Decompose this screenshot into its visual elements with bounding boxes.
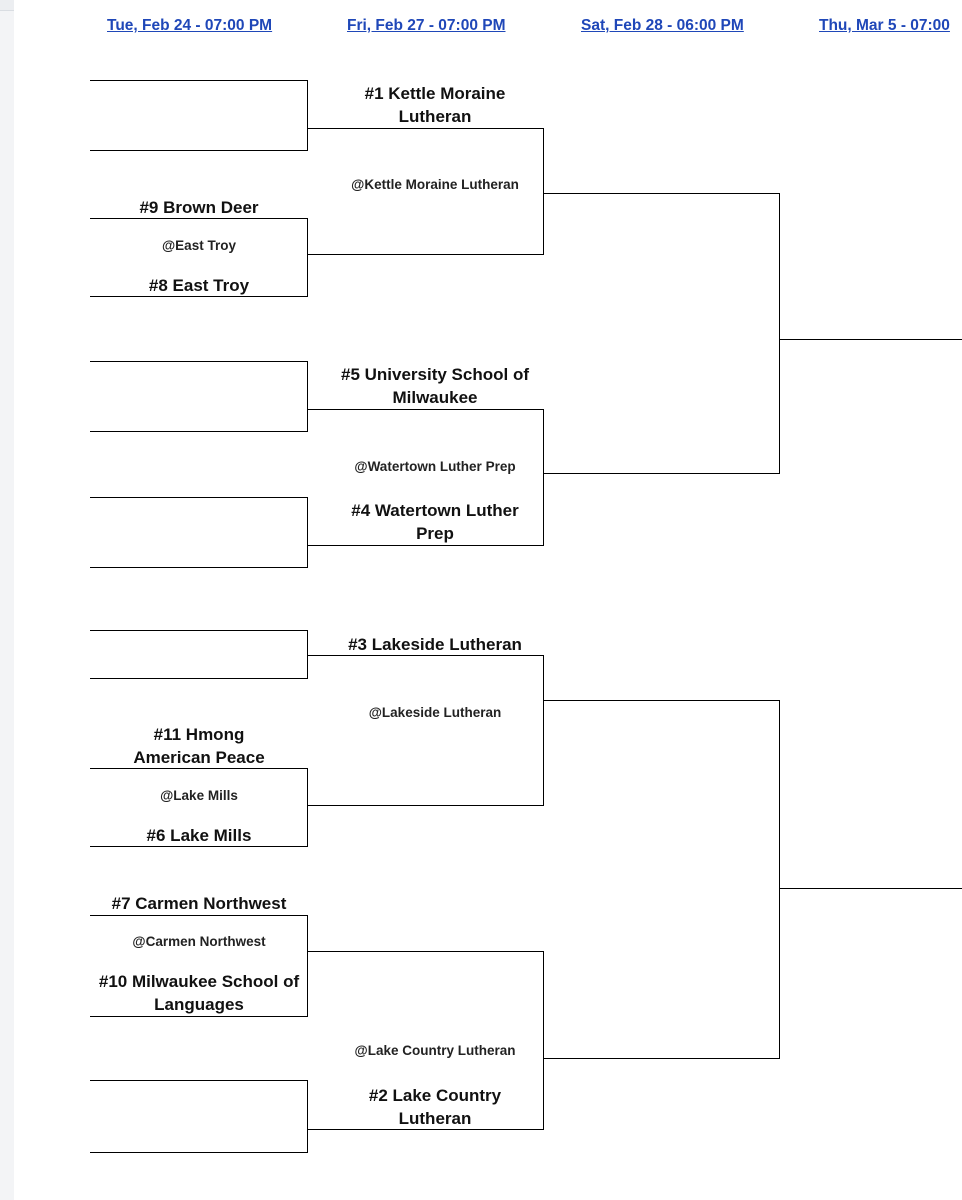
bracket-line [90,431,308,432]
bracket-line [780,888,962,889]
date-link-round4[interactable]: Thu, Mar 5 - 07:00 [819,17,950,34]
bracket-line [544,700,780,701]
bracket-line [90,915,308,916]
bracket-line [90,218,308,219]
bracket-line [90,846,308,847]
venue-label: @East Troy [162,238,236,253]
bracket-line [308,254,544,255]
venue-label: @Carmen Northwest [132,934,266,949]
date-link-round3[interactable]: Sat, Feb 28 - 06:00 PM [581,17,744,34]
bracket-line [90,497,308,498]
team-slot[interactable]: #3 Lakeside Lutheran [348,635,522,654]
bracket-line [307,218,308,297]
bracket-line [90,296,308,297]
bracket-line [308,545,544,546]
bracket-line [90,1016,308,1017]
team-slot[interactable]: #7 Carmen Northwest [111,894,287,913]
venue-label: @Lake Mills [160,788,238,803]
bracket-line [543,655,544,806]
bracket-line [543,409,544,546]
bracket-page [14,0,962,1200]
team-slot[interactable]: #5 University School of Milwaukee [341,365,529,407]
bracket-line [307,915,308,1017]
bracket-line [307,1080,308,1153]
team-slot[interactable]: #1 Kettle Moraine Lutheran [364,84,506,126]
bracket-line [544,473,780,474]
bracket-line [90,80,308,81]
team-slot[interactable]: #4 Watertown Luther Prep [351,501,519,543]
bracket-line [779,193,780,474]
bracket-line [307,630,308,679]
team-slot[interactable]: #2 Lake Country Lutheran [368,1086,502,1128]
bracket-line [779,700,780,1059]
team-slot[interactable]: #10 Milwaukee School of Languages [98,972,300,1014]
team-slot[interactable]: #8 East Troy [148,276,250,295]
bracket-line [543,951,544,1130]
date-link-round1[interactable]: Tue, Feb 24 - 07:00 PM [107,17,273,34]
bracket-line [308,409,544,410]
bracket-line [90,678,308,679]
bracket-line [90,1080,308,1081]
team-slot[interactable]: #11 Hmong American Peace [133,725,265,767]
bracket-line [307,768,308,847]
venue-label: @Lake Country Lutheran [354,1043,516,1058]
bracket-line [308,128,544,129]
venue-label: @Kettle Moraine Lutheran [351,177,519,192]
bracket-line [308,951,544,952]
bracket-line [543,128,544,255]
team-slot[interactable]: #9 Brown Deer [139,198,259,217]
venue-label: @Watertown Luther Prep [354,459,516,474]
bracket-line [308,655,544,656]
bracket-line [90,630,308,631]
bracket-line [307,497,308,568]
bracket-line [544,1058,780,1059]
date-link-round2[interactable]: Fri, Feb 27 - 07:00 PM [347,17,506,34]
bracket-line [90,150,308,151]
bracket-line [780,339,962,340]
bracket-line [308,805,544,806]
bracket-line [90,768,308,769]
bracket-line [90,1152,308,1153]
bracket-line [544,193,780,194]
team-slot[interactable]: #6 Lake Mills [146,826,252,845]
bracket-line [308,1129,544,1130]
venue-label: @Lakeside Lutheran [368,705,502,720]
bracket-line [90,361,308,362]
bracket-line [307,361,308,432]
bracket-line [90,567,308,568]
bracket-line [307,80,308,151]
